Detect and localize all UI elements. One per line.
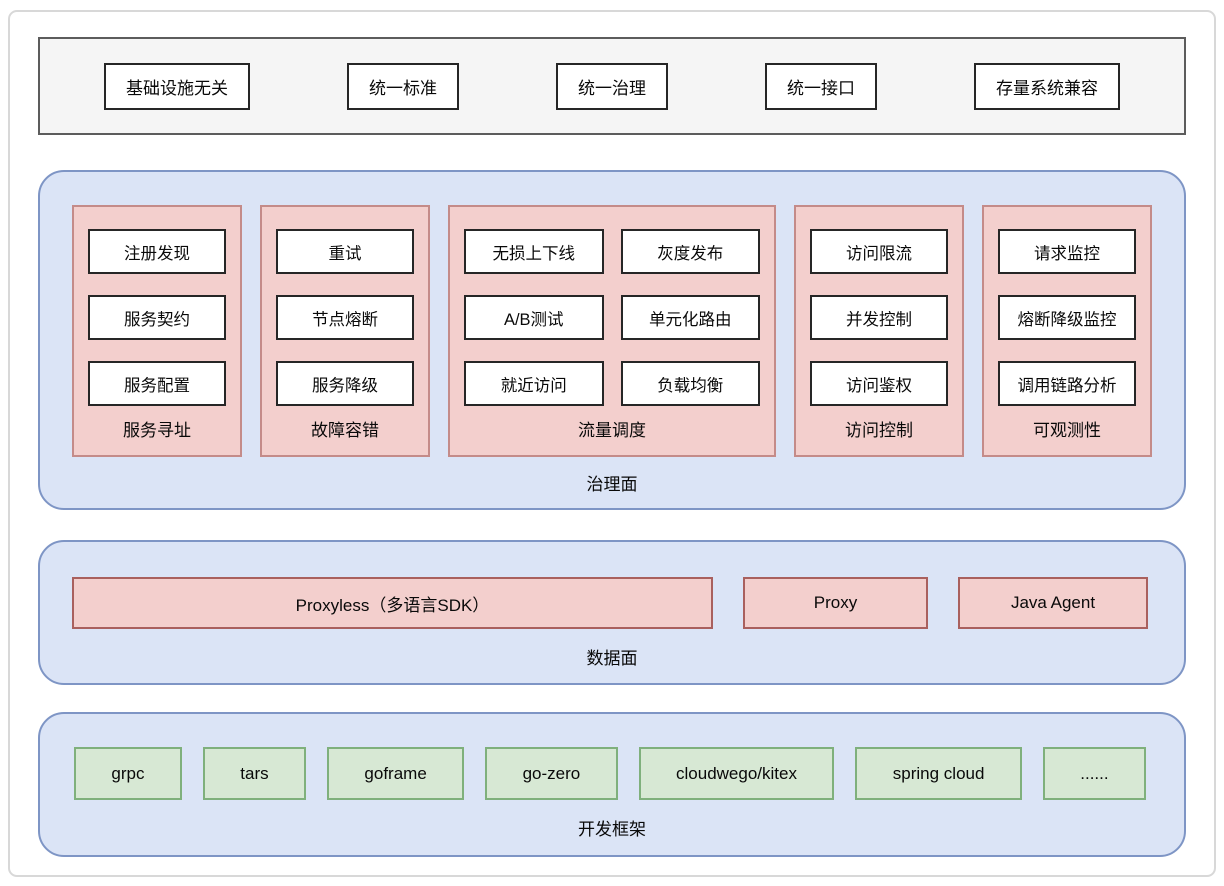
governance-group: 请求监控熔断降级监控调用链路分析可观测性 xyxy=(982,205,1152,457)
principle-box: 存量系统兼容 xyxy=(974,62,1120,110)
principle-box: 统一标准 xyxy=(347,62,459,110)
governance-group-label: 服务寻址 xyxy=(123,421,191,440)
governance-group-grid: 重试节点熔断服务降级 xyxy=(276,229,414,406)
feature-box: 无损上下线 xyxy=(464,229,604,274)
data-plane-label: 数据面 xyxy=(586,648,638,668)
data-plane-row: Proxyless（多语言SDK） Proxy Java Agent xyxy=(40,542,1184,629)
framework-box: tars xyxy=(202,747,307,800)
feature-box: 服务降级 xyxy=(276,361,414,406)
principle-box: 基础设施无关 xyxy=(104,62,250,110)
governance-group-label: 可观测性 xyxy=(1033,421,1101,440)
feature-box: 并发控制 xyxy=(810,295,948,340)
feature-box: 单元化路由 xyxy=(620,295,760,340)
data-plane-box: Proxyless（多语言SDK） xyxy=(72,577,713,629)
governance-group: 访问限流并发控制访问鉴权访问控制 xyxy=(794,205,964,457)
feature-box: 注册发现 xyxy=(88,229,226,274)
dev-frameworks-row: grpc tars goframe go-zero cloudwego/kitex spr… xyxy=(40,714,1184,800)
feature-box: A/B测试 xyxy=(464,295,604,340)
feature-box: 访问限流 xyxy=(810,229,948,274)
framework-box: ...... xyxy=(1042,747,1146,800)
dev-frameworks-label: 开发框架 xyxy=(578,820,646,839)
feature-box: 访问鉴权 xyxy=(810,361,948,406)
feature-box: 服务配置 xyxy=(88,361,226,406)
governance-group: 重试节点熔断服务降级故障容错 xyxy=(260,205,430,457)
feature-box: 服务契约 xyxy=(88,295,226,340)
framework-box: goframe xyxy=(327,747,465,800)
data-plane-box: Java Agent xyxy=(958,577,1148,629)
framework-box: go-zero xyxy=(485,747,618,800)
dev-frameworks-plane: grpc tars goframe go-zero cloudwego/kitex spr… xyxy=(38,712,1186,857)
framework-box: cloudwego/kitex xyxy=(638,747,835,800)
governance-group-grid: 访问限流并发控制访问鉴权 xyxy=(810,229,948,406)
feature-box: 节点熔断 xyxy=(276,295,414,340)
governance-plane-label: 治理面 xyxy=(586,475,638,494)
feature-box: 灰度发布 xyxy=(620,229,760,274)
feature-box: 调用链路分析 xyxy=(998,361,1136,406)
governance-group-label: 流量调度 xyxy=(578,421,646,440)
feature-box: 请求监控 xyxy=(998,229,1136,274)
outer-frame: 基础设施无关 统一标准 统一治理 统一接口 存量系统兼容 注册发现服务契约服务配置服务寻… xyxy=(8,10,1216,877)
governance-group-label: 访问控制 xyxy=(845,421,913,440)
principle-box: 统一治理 xyxy=(556,62,668,110)
feature-box: 就近访问 xyxy=(464,361,604,406)
principles-bar: 基础设施无关 统一标准 统一治理 统一接口 存量系统兼容 xyxy=(38,37,1186,135)
data-plane: Proxyless（多语言SDK） Proxy Java Agent 数据面 xyxy=(38,540,1186,685)
feature-box: 负载均衡 xyxy=(620,361,760,406)
governance-group-grid: 请求监控熔断降级监控调用链路分析 xyxy=(998,229,1136,406)
feature-box: 熔断降级监控 xyxy=(998,295,1136,340)
feature-box: 重试 xyxy=(276,229,414,274)
governance-group: 无损上下线灰度发布 A/B测试单元化路由就近访问负载均衡流量调度 xyxy=(448,205,776,457)
governance-group-grid: 注册发现服务契约服务配置 xyxy=(88,229,226,406)
framework-box: spring cloud xyxy=(855,747,1022,800)
principle-box: 统一接口 xyxy=(765,62,877,110)
governance-group-label: 故障容错 xyxy=(311,421,379,440)
framework-box: grpc xyxy=(74,747,182,800)
governance-group-grid: 无损上下线灰度发布 A/B测试单元化路由就近访问负载均衡 xyxy=(464,229,760,406)
data-plane-box: Proxy xyxy=(743,577,928,629)
governance-group: 注册发现服务契约服务配置服务寻址 xyxy=(72,205,242,457)
